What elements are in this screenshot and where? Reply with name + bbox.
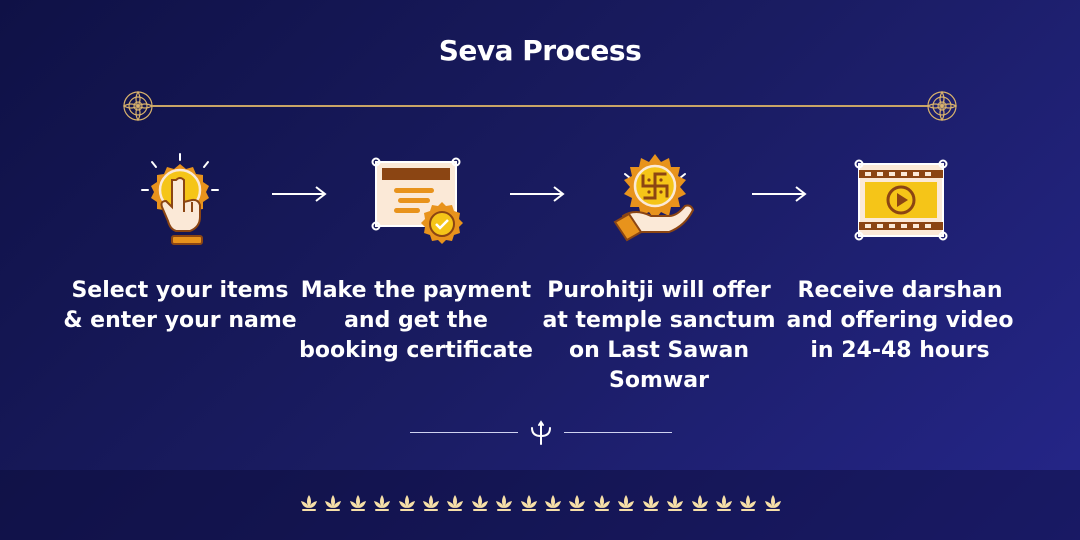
certificate-icon [371, 157, 463, 244]
arrow-right-icon [510, 186, 565, 202]
lotus-icon [715, 495, 732, 511]
bottom-ornamental-divider [410, 418, 672, 448]
trident-icon [531, 420, 551, 445]
divider-line [410, 432, 518, 433]
lotus-icon [520, 495, 537, 511]
lotus-icon [398, 495, 415, 511]
lotus-icon [764, 495, 781, 511]
lotus-icon [423, 495, 440, 511]
step-4-text: Receive darshan and offering video in 24… [786, 278, 1014, 363]
lotus-icon [593, 495, 610, 511]
video-film-icon [854, 159, 948, 241]
lotus-icon [691, 495, 708, 511]
tap-hand-icon [141, 153, 219, 245]
lotus-border [298, 492, 784, 518]
lotus-icon [325, 495, 342, 511]
lotus-icon [447, 495, 464, 511]
step-3-text: Purohitji will offer at temple sanctum o… [542, 278, 776, 393]
divider-line [152, 105, 928, 107]
lotus-icon [642, 495, 659, 511]
top-ornamental-divider [122, 90, 958, 122]
step-2-text: Make the payment and get the booking cer… [299, 278, 533, 363]
footer-band [0, 470, 1080, 540]
lotus-icon [569, 495, 586, 511]
lotus-icon [374, 495, 391, 511]
arrow-right-icon [752, 186, 807, 202]
lotus-icon [740, 495, 757, 511]
lotus-icon [349, 495, 366, 511]
lotus-icon [471, 495, 488, 511]
mandala-icon [122, 90, 154, 122]
lotus-icon [545, 495, 562, 511]
lotus-icon [667, 495, 684, 511]
lotus-icon [301, 495, 317, 511]
divider-line [564, 432, 672, 433]
arrow-right-icon [272, 186, 327, 202]
step-1-text: Select your items & enter your name [63, 278, 297, 333]
lotus-icon [618, 495, 635, 511]
mandala-icon [926, 90, 958, 122]
lotus-icon [496, 495, 513, 511]
page-title: Seva Process [438, 34, 642, 67]
offering-hand-swastika-icon [613, 154, 695, 242]
